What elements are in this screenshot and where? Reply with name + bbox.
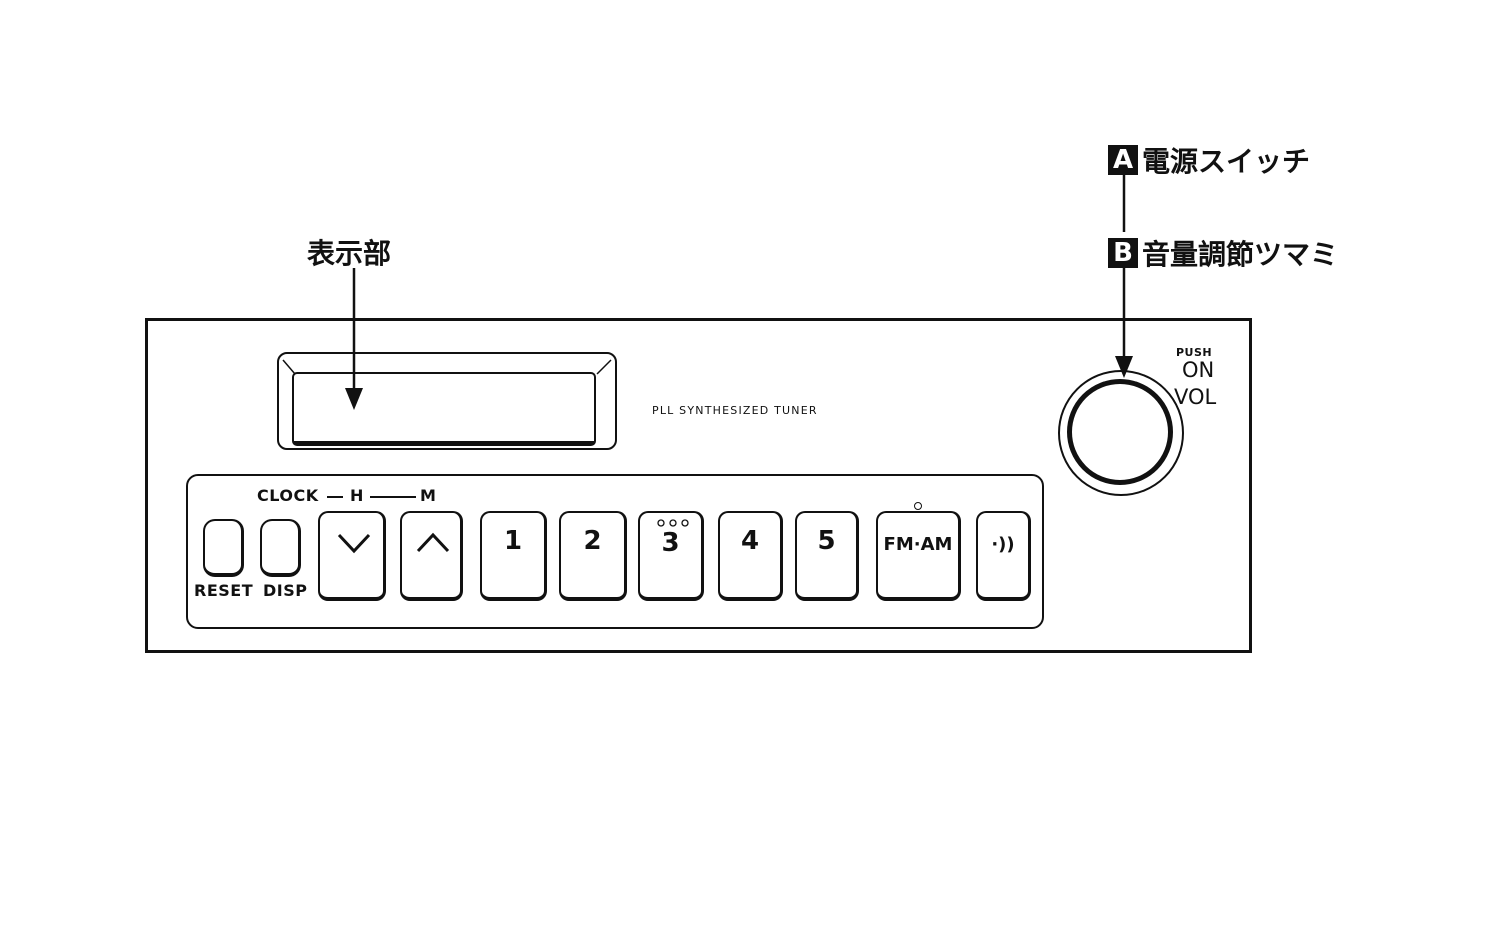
scan-icon: ·)) xyxy=(991,534,1015,555)
knob-on-label: ON xyxy=(1182,358,1215,382)
preset-3-button[interactable]: 3 xyxy=(638,511,704,601)
preset-4-label: 4 xyxy=(740,526,760,556)
preset-1-label: 1 xyxy=(503,526,523,556)
fm-am-button[interactable]: FM·AM xyxy=(876,511,961,601)
hour-minute-line xyxy=(370,496,416,498)
preset-3-label: 3 xyxy=(661,528,680,558)
knob-push-label: PUSH xyxy=(1176,346,1213,359)
volume-knob[interactable] xyxy=(1058,370,1184,496)
hour-label: H xyxy=(350,486,364,505)
knob-vol-label: VOL xyxy=(1174,385,1217,409)
disp-button[interactable] xyxy=(260,519,301,577)
badge-b: B xyxy=(1108,238,1138,268)
fm-am-label: FM·AM xyxy=(883,534,953,555)
preset-2-button[interactable]: 2 xyxy=(559,511,627,601)
radio-faceplate xyxy=(145,318,1252,653)
button-panel xyxy=(186,474,1044,629)
display-callout-label: 表示部 xyxy=(307,237,392,270)
preset-5-button[interactable]: 5 xyxy=(795,511,859,601)
minute-label: M xyxy=(420,486,437,505)
preset-2-label: 2 xyxy=(583,526,602,556)
reset-label: RESET xyxy=(194,581,254,600)
preset-3-indicator-dots xyxy=(657,519,689,527)
chevron-up-icon xyxy=(416,532,450,553)
volume-knob-inner xyxy=(1067,379,1173,485)
power-switch-label: 電源スイッチ xyxy=(1142,145,1311,178)
tune-down-button[interactable] xyxy=(318,511,386,601)
tuner-text: PLL SYNTHESIZED TUNER xyxy=(652,404,818,417)
display-corner-lines xyxy=(282,359,612,375)
clock-dash xyxy=(327,496,343,498)
display-window xyxy=(292,372,596,446)
display-arrowhead xyxy=(345,388,363,410)
volume-knob-label: 音量調節ツマミ xyxy=(1142,238,1339,271)
display-callout: 表示部 xyxy=(307,232,391,272)
scan-button[interactable]: ·)) xyxy=(976,511,1031,601)
band-indicator-dot xyxy=(914,502,922,510)
badge-a: A xyxy=(1108,145,1138,175)
preset-1-button[interactable]: 1 xyxy=(480,511,547,601)
preset-5-label: 5 xyxy=(817,526,836,556)
knob-arrowhead xyxy=(1115,356,1133,378)
chevron-down-icon xyxy=(337,533,371,554)
display-bezel xyxy=(277,352,617,450)
reset-button[interactable] xyxy=(203,519,244,577)
tune-up-button[interactable] xyxy=(400,511,463,601)
disp-label: DISP xyxy=(263,581,308,600)
clock-label: CLOCK xyxy=(257,486,319,505)
preset-4-button[interactable]: 4 xyxy=(718,511,783,601)
